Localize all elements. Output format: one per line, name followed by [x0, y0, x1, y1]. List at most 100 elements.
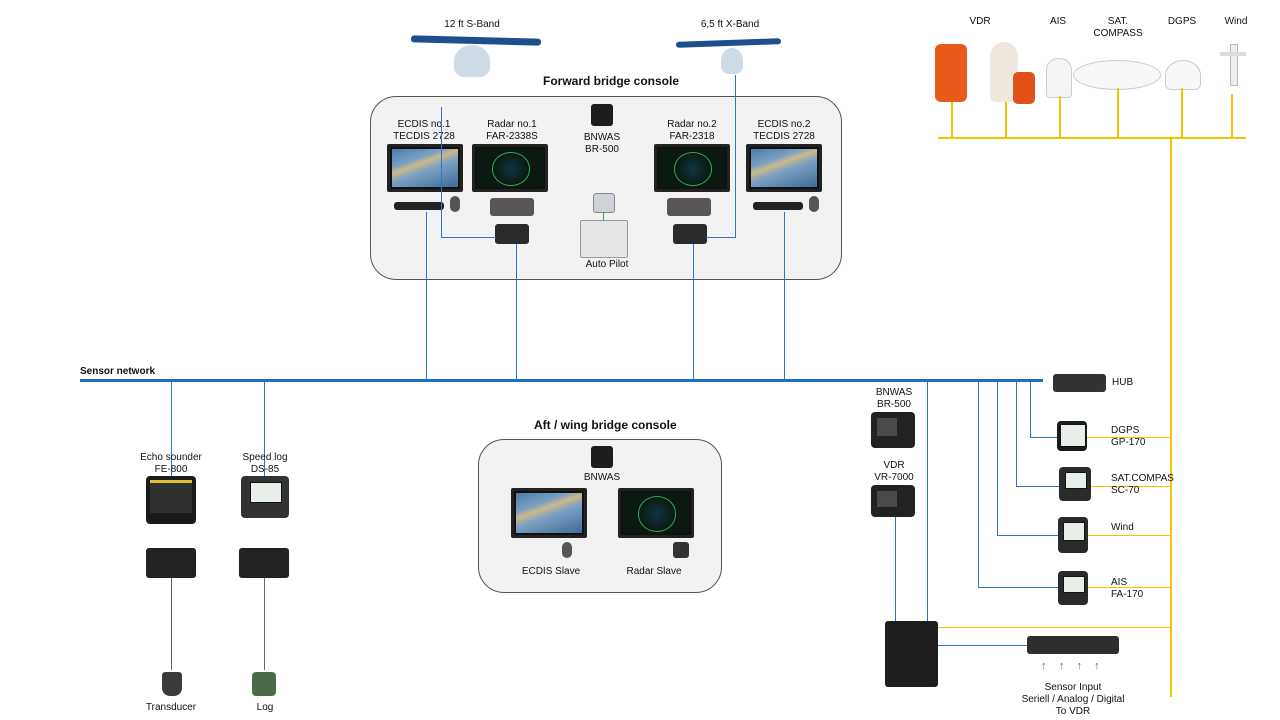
bnwas-panel-aft: [591, 446, 613, 468]
s-band-antenna-label: 12 ft S-Band: [444, 19, 500, 30]
transducer-icon: [162, 672, 182, 696]
radar-slave-label: Radar Slave: [626, 566, 682, 577]
bnwas-right-panel: [871, 412, 915, 448]
wind-panel-label: Wind: [1111, 522, 1134, 533]
vdr-data-collecting-unit: [885, 621, 938, 687]
dgps-bus-drop: [1181, 88, 1183, 138]
ecdis1-display: [387, 144, 463, 192]
wind-panel-bus: [1087, 535, 1171, 536]
vdr-right-panel: [871, 485, 915, 517]
log-cable: [264, 578, 265, 670]
sat-branch-v: [1016, 382, 1017, 487]
hub-label: HUB: [1112, 377, 1134, 388]
dgps-panel-bus: [1087, 437, 1171, 438]
vdr-bus-link: [938, 627, 1171, 628]
ais-fa170-panel: [1058, 571, 1088, 605]
ais-antenna-icon: [1046, 58, 1072, 98]
vdr-capsule-icon: [935, 44, 967, 102]
log-label: Log: [256, 702, 274, 713]
ais-bus-drop: [1059, 96, 1061, 138]
sensor-input-arrows: ↑ ↑ ↑ ↑: [1041, 660, 1100, 672]
autopilot-label: Auto Pilot: [585, 259, 629, 270]
dgps-antenna-icon: [1165, 60, 1201, 90]
ecdis1-keyboard: [394, 202, 444, 210]
radar1-processor: [495, 224, 529, 244]
echo-network-drop: [171, 382, 172, 476]
wind-display-panel: [1058, 517, 1088, 553]
top-bus-line: [938, 137, 1246, 139]
float-bus-drop: [1005, 102, 1007, 138]
s-band-feed-line-h: [441, 237, 496, 238]
ecdis2-display: [746, 144, 822, 192]
aft-console-title: Aft / wing bridge console: [534, 418, 677, 432]
x-band-feed-line: [735, 75, 736, 237]
sat-compass-sc70-panel: [1059, 467, 1091, 501]
log-sensor-icon: [252, 672, 276, 696]
s-band-feed-line: [441, 107, 442, 237]
ecdis-slave-label: ECDIS Slave: [521, 566, 581, 577]
transducer-label: Transducer: [145, 702, 197, 713]
vdr-capsule-label: VDR: [969, 16, 991, 27]
dgps-gp170-panel: [1057, 421, 1087, 451]
autopilot-control-unit: [593, 193, 615, 213]
x-band-antenna: [675, 38, 782, 75]
sensor-network-line: [80, 379, 1043, 382]
bnwas-aft-label: BNWAS: [583, 472, 621, 483]
dgps-antenna-label: DGPS: [1167, 16, 1197, 27]
vdr-network-drop: [927, 382, 928, 621]
s-band-antenna: [410, 35, 542, 107]
epirb-icon: [1013, 72, 1035, 104]
radar2-display: [654, 144, 730, 192]
radar1-display: [472, 144, 548, 192]
bnwas-panel-forward: [591, 104, 613, 126]
ais-branch-h: [978, 587, 1058, 588]
dgps-branch-v: [1030, 382, 1031, 438]
radar-slave-control: [673, 542, 689, 558]
ecdis1-network-drop: [426, 212, 427, 380]
sensor-input-label: Sensor Input Seriell / Analog / Digital …: [1021, 682, 1125, 717]
ecdis2-network-drop: [784, 212, 785, 380]
sat-compass-icon: [1073, 60, 1161, 90]
echo-sounder-processor: [146, 548, 196, 578]
wind-branch-v: [997, 382, 998, 536]
ecdis1-trackball: [450, 196, 460, 212]
speed-log-display: [241, 476, 289, 518]
vdr-sensor-input-link: [938, 645, 1027, 646]
wind-sensor-icon: [1218, 44, 1248, 94]
wind-sensor-label: Wind: [1224, 16, 1248, 27]
main-vertical-bus: [1170, 137, 1172, 697]
sat-compass-label: SAT.COMPASS: [1093, 16, 1143, 39]
vdr-bus-drop: [951, 102, 953, 138]
autopilot-link: [603, 212, 604, 220]
dgps-branch-h: [1030, 437, 1057, 438]
sensor-network-label: Sensor network: [80, 366, 156, 377]
ais-antenna-label: AIS: [1049, 16, 1067, 27]
sat-branch-h: [1016, 486, 1059, 487]
wind-branch-h: [997, 535, 1058, 536]
sensor-input-junction-box: [1027, 636, 1119, 654]
radar1-network-drop: [516, 244, 517, 380]
radar2-processor: [673, 224, 707, 244]
echo-sounder-display: [146, 476, 196, 524]
hub-device: [1053, 374, 1106, 392]
ais-branch-v: [978, 382, 979, 588]
radar1-control-unit: [490, 198, 534, 216]
x-band-feed-line-h: [706, 237, 736, 238]
radar2-control-unit: [667, 198, 711, 216]
transducer-cable: [171, 578, 172, 670]
speedlog-network-drop: [264, 382, 265, 476]
ais-panel-bus: [1087, 587, 1171, 588]
autopilot-processor: [580, 220, 628, 258]
wind-bus-drop: [1231, 94, 1233, 138]
radar2-network-drop: [693, 244, 694, 380]
